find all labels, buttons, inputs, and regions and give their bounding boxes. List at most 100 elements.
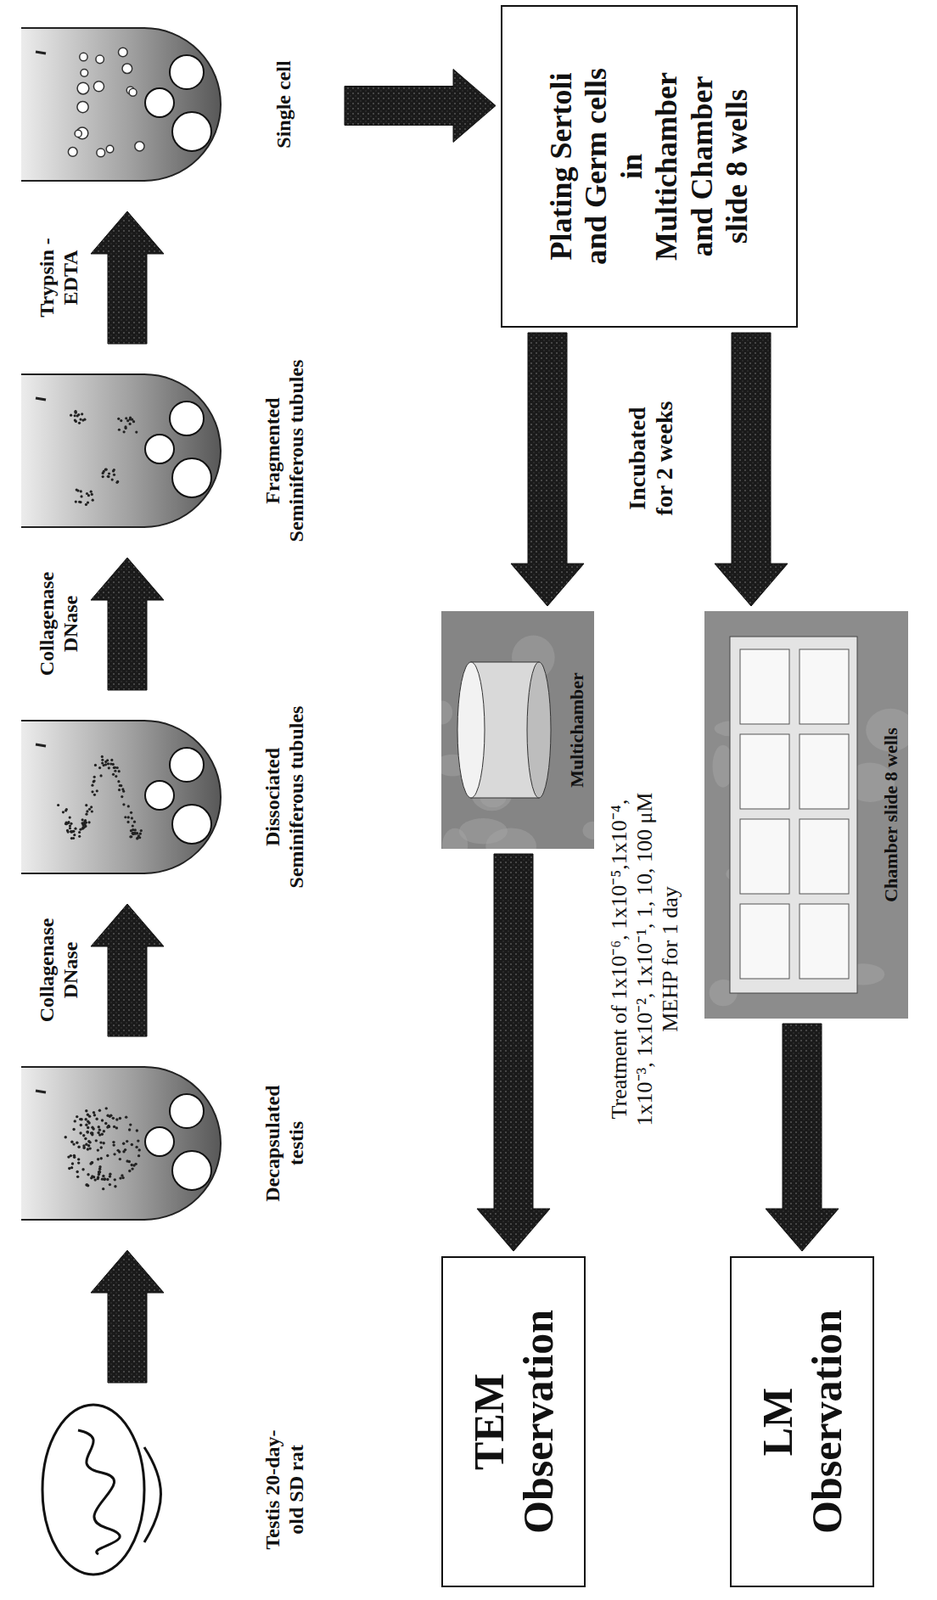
- fragment-dot: [78, 417, 82, 421]
- tissue-dot: [89, 1131, 93, 1134]
- tissue-dot: [97, 1170, 101, 1173]
- tissue-dot: [128, 1169, 131, 1173]
- tissue-dot: [84, 1142, 88, 1145]
- fragment-dot: [124, 426, 128, 430]
- tissue-dot: [118, 1157, 122, 1161]
- tissue-dot: [100, 1145, 103, 1149]
- single-cell: [67, 147, 78, 158]
- tubule-dot: [127, 804, 130, 808]
- tissue-dot: [118, 1116, 122, 1120]
- fragment-dot: [78, 421, 81, 425]
- fragment-dot: [106, 475, 110, 478]
- node-illustration: [704, 611, 909, 1019]
- tubule-dot: [66, 829, 69, 832]
- photo-mottle: [583, 821, 595, 840]
- block-arrow: [90, 1250, 164, 1383]
- single-cell: [134, 141, 145, 152]
- text-label: Chamber slide 8 wells: [880, 636, 902, 994]
- bead: [169, 401, 204, 436]
- tubule-dot: [90, 809, 94, 813]
- fragment-dot: [123, 430, 126, 433]
- tubule-dot: [61, 810, 65, 814]
- fragment-dot: [79, 494, 83, 498]
- tubule-dot: [123, 815, 127, 819]
- tubule-dot: [139, 832, 142, 836]
- tube-node: Dissociated Seminiferous tubules: [16, 695, 340, 899]
- slide-well: [799, 649, 849, 724]
- tube-mark: [35, 51, 46, 54]
- tissue-dot: [95, 1116, 98, 1120]
- tubule-dot: [116, 766, 119, 769]
- fragment-dot: [129, 417, 132, 421]
- tissue-dot: [100, 1133, 104, 1136]
- tubule-dot: [90, 790, 94, 793]
- tissue-dot: [115, 1126, 118, 1129]
- single-cell: [122, 63, 133, 74]
- tubule-dot: [67, 820, 70, 824]
- tubule-dot: [131, 831, 135, 835]
- bead: [145, 1127, 174, 1156]
- fragment-dot: [115, 481, 118, 484]
- fragment-dot: [69, 414, 73, 417]
- tube-node: Single cell: [16, 2, 340, 207]
- bead: [172, 804, 212, 844]
- tubule-dot: [100, 755, 104, 758]
- bead: [145, 88, 174, 118]
- tissue-dot: [122, 1142, 125, 1145]
- tissue-dot: [108, 1183, 112, 1186]
- text-label: Trypsin -EDTA: [35, 218, 83, 337]
- tubule-dot: [138, 836, 141, 839]
- tissue-dot: [128, 1127, 131, 1131]
- tubule-squiggle: [78, 1430, 120, 1555]
- tissue-dot: [72, 1127, 75, 1131]
- text-label: Fragmented Seminiferous tubules: [261, 353, 309, 549]
- tissue-dot: [96, 1148, 100, 1151]
- fragment-dot: [90, 493, 94, 496]
- tissue-dot: [82, 1133, 85, 1137]
- fragment-dot: [78, 500, 81, 504]
- tissue-dot: [92, 1175, 96, 1179]
- tubule-dot: [64, 808, 68, 812]
- tissue-dot: [81, 1167, 85, 1171]
- text-label: Incubated for 2 weeks: [623, 394, 679, 522]
- tubule-dot: [95, 789, 99, 792]
- tissue-dot: [137, 1154, 141, 1157]
- tubule-dot: [134, 831, 138, 835]
- epididymis: [144, 1447, 162, 1543]
- fragment-dot: [73, 418, 77, 421]
- fragment-dot: [134, 431, 138, 434]
- tubule-dot: [114, 774, 118, 778]
- tissue-dot: [73, 1119, 77, 1123]
- fragment-dot: [73, 414, 77, 417]
- tubule-dot: [131, 831, 135, 835]
- tissue-dot: [95, 1138, 98, 1142]
- tube-mark: [35, 744, 46, 747]
- tube-outline: [21, 1066, 221, 1220]
- tissue-dot: [77, 1145, 80, 1149]
- tissue-dot: [86, 1130, 90, 1134]
- tissue-dot: [70, 1140, 73, 1144]
- text-label: Testis 20-day-old SD rat: [261, 1421, 309, 1558]
- tubule-dot: [130, 816, 134, 820]
- tubule-dot: [104, 760, 107, 764]
- tissue-dot: [85, 1183, 89, 1186]
- tissue-dot: [125, 1159, 129, 1162]
- tubule-dot: [117, 788, 121, 792]
- tissue-dot: [106, 1178, 109, 1181]
- fragment-dot: [84, 503, 88, 506]
- tissue-dot: [109, 1113, 113, 1117]
- tubule-dot: [93, 793, 96, 797]
- tubule-dot: [88, 820, 91, 824]
- tubule-dot: [120, 795, 124, 798]
- tissue-dot: [132, 1163, 135, 1167]
- tubule-dot: [64, 820, 68, 824]
- tissue-dot: [86, 1120, 90, 1123]
- tubule-dot: [56, 803, 60, 807]
- process-box: Plating Sertoli and Germ cells in Multic…: [500, 5, 798, 328]
- tissue-dot: [103, 1178, 107, 1181]
- tissue-dot: [84, 1123, 88, 1127]
- fragment-dot: [129, 422, 132, 426]
- tubule-dot: [126, 820, 130, 824]
- fragment-dot: [73, 409, 77, 413]
- tissue-dot: [75, 1141, 79, 1145]
